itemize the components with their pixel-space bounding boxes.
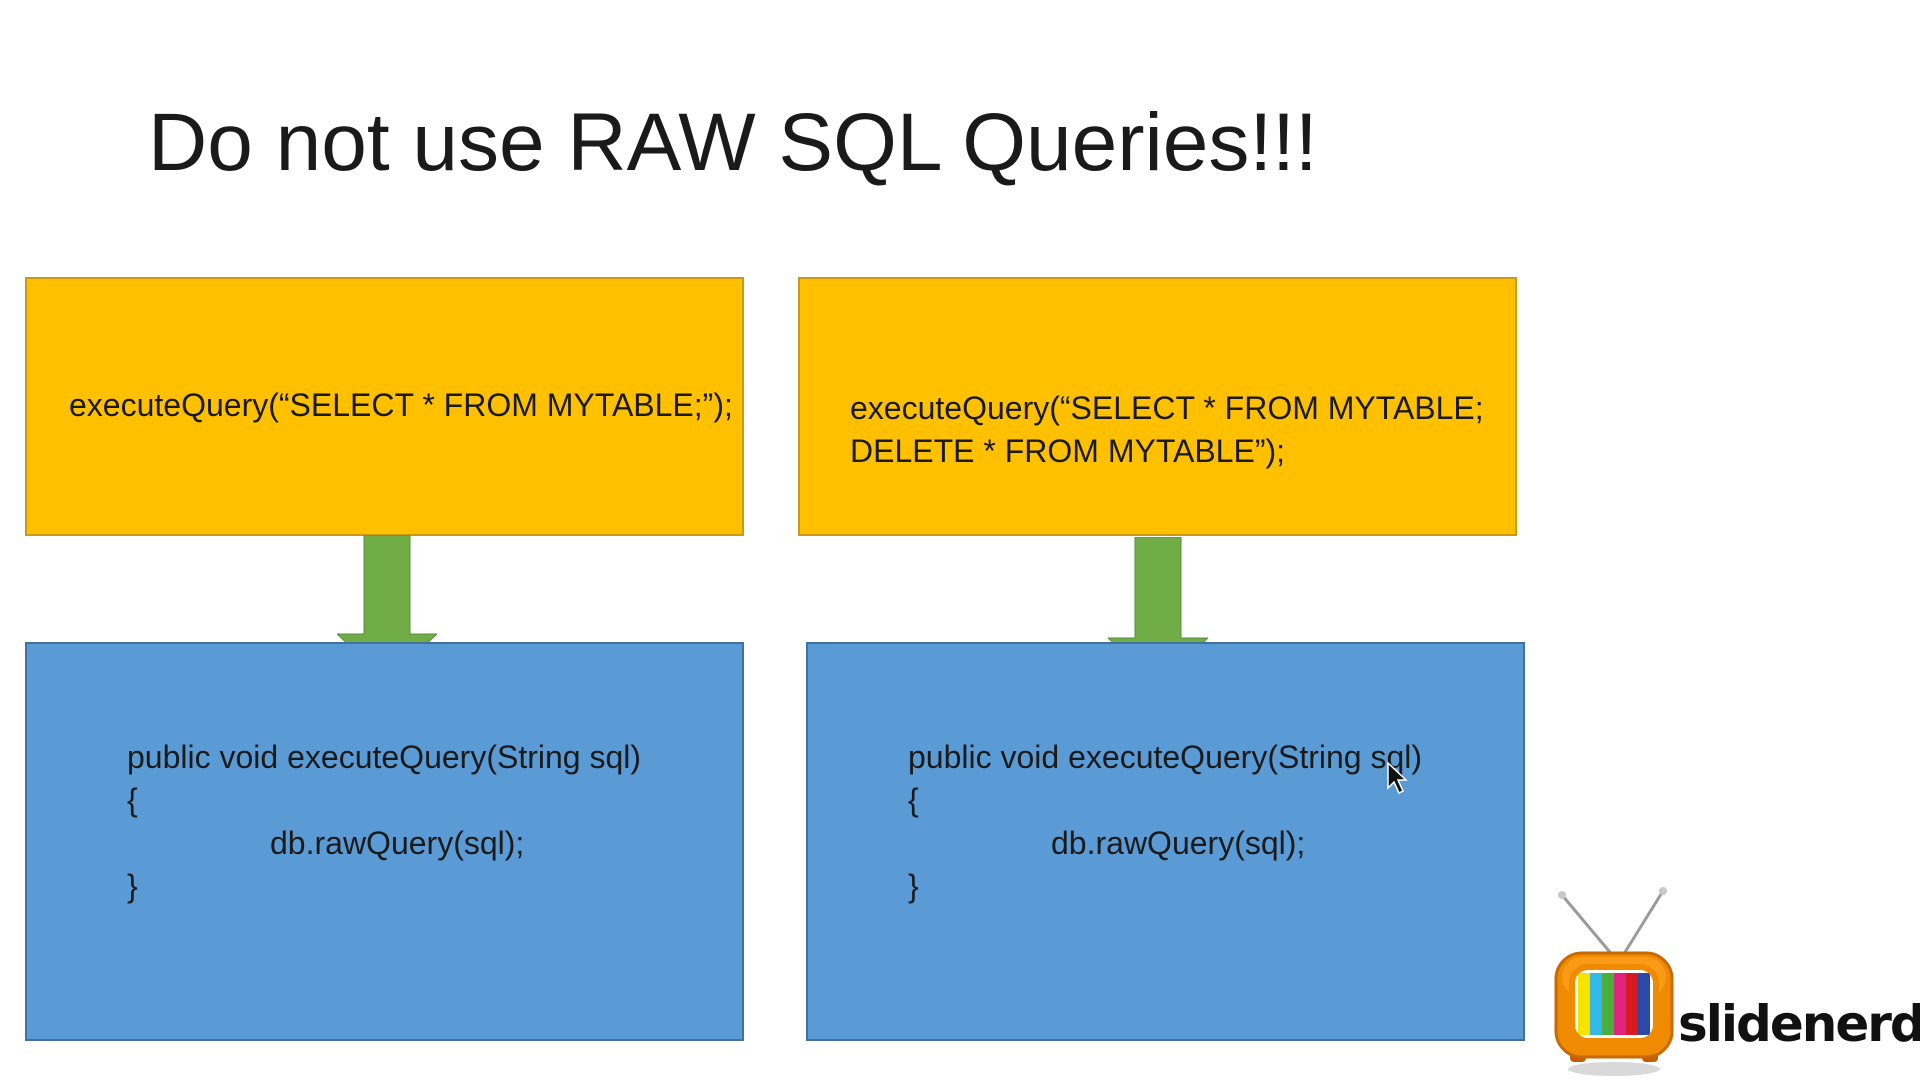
right-code-block: public void executeQuery(String sql) { d… <box>908 736 1422 908</box>
code-line: } <box>908 868 919 904</box>
slidenerd-logo: slidenerd <box>1548 885 1920 1080</box>
code-line: public void executeQuery(String sql) <box>908 739 1423 775</box>
code-line: db.rawQuery(sql); <box>1051 825 1306 861</box>
code-line: { <box>908 782 919 818</box>
code-line: db.rawQuery(sql); <box>270 825 525 861</box>
left-function-box: public void executeQuery(String sql) { d… <box>25 642 744 1041</box>
right-caller-box: executeQuery(“SELECT * FROM MYTABLE; DEL… <box>798 277 1517 536</box>
logo-wordmark: slidenerd <box>1678 995 1920 1053</box>
call-line: executeQuery(“SELECT * FROM MYTABLE; <box>850 390 1484 426</box>
left-caller-box: executeQuery(“SELECT * FROM MYTABLE;”); <box>25 277 744 536</box>
code-line: { <box>127 782 138 818</box>
mouse-cursor-icon <box>1387 762 1408 795</box>
slide-title: Do not use RAW SQL Queries!!! <box>148 97 1318 188</box>
call-line: DELETE * FROM MYTABLE”); <box>850 433 1286 469</box>
left-code-block: public void executeQuery(String sql) { d… <box>127 736 641 908</box>
left-call-text: executeQuery(“SELECT * FROM MYTABLE;”); <box>69 387 733 423</box>
right-call-text: executeQuery(“SELECT * FROM MYTABLE; DEL… <box>850 387 1484 473</box>
right-function-box: public void executeQuery(String sql) { d… <box>806 642 1525 1041</box>
tv-logo-icon <box>1554 887 1674 1076</box>
code-line: public void executeQuery(String sql) <box>127 739 642 775</box>
code-line: } <box>127 868 138 904</box>
